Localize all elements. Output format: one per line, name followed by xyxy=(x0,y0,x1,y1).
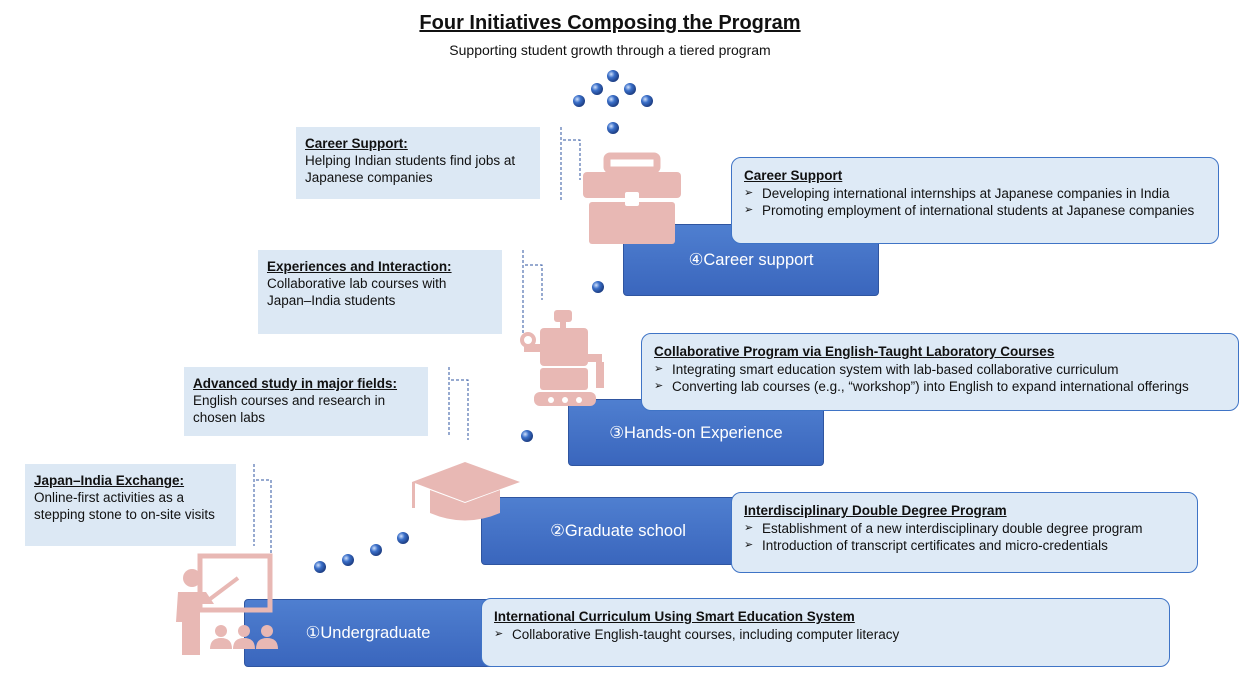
left-box-exchange: Japan–India Exchange: Online-first activ… xyxy=(25,464,236,546)
left-box-text: Online-first activities as a stepping st… xyxy=(34,490,215,522)
globe-dot-icon xyxy=(624,83,636,95)
right-box-double-degree: Interdisciplinary Double Degree Program … xyxy=(731,492,1198,573)
right-box-heading: International Curriculum Using Smart Edu… xyxy=(494,609,855,624)
globe-dot-icon xyxy=(342,554,354,566)
connector-lines xyxy=(253,127,581,560)
bullet-item: Converting lab courses (e.g., “workshop”… xyxy=(654,378,1226,395)
right-box-heading: Interdisciplinary Double Degree Program xyxy=(744,503,1007,518)
globe-dot-icon xyxy=(591,83,603,95)
graduation-cap-icon xyxy=(412,462,520,521)
step-label: ④Career support xyxy=(688,251,814,269)
left-box-career: Career Support: Helping Indian students … xyxy=(296,127,540,199)
right-box-heading: Career Support xyxy=(744,168,843,183)
bullet-item: Integrating smart education system with … xyxy=(654,361,1226,378)
step-undergraduate: ①Undergraduate xyxy=(244,599,514,667)
diagram-subtitle: Supporting student growth through a tier… xyxy=(449,42,771,58)
globe-dot-icon xyxy=(607,70,619,82)
right-box-heading: Collaborative Program via English-Taught… xyxy=(654,344,1055,359)
left-box-advanced-study: Advanced study in major fields: English … xyxy=(184,367,428,436)
right-box-curriculum: International Curriculum Using Smart Edu… xyxy=(481,598,1170,667)
left-box-heading: Experiences and Interaction: xyxy=(267,259,452,274)
robot-icon xyxy=(520,310,604,406)
step-graduate-school: ②Graduate school xyxy=(481,497,755,565)
briefcase-icon xyxy=(583,152,681,244)
globe-dot-icon xyxy=(641,95,653,107)
bullet-item: Promoting employment of international st… xyxy=(744,202,1206,219)
diagram-title: Four Initiatives Composing the Program xyxy=(419,12,801,34)
connector-advanced xyxy=(448,367,469,440)
left-box-text: Helping Indian students find jobs at Jap… xyxy=(305,153,516,185)
globe-dot-icon xyxy=(314,561,326,573)
left-box-text: Collaborative lab courses with Japan–Ind… xyxy=(267,276,447,308)
step-label: ②Graduate school xyxy=(550,522,686,540)
globe-dot-icon xyxy=(521,430,533,442)
bullet-item: Introduction of transcript certificates … xyxy=(744,537,1185,554)
left-box-text: English courses and research in chosen l… xyxy=(193,393,386,425)
step-label: ①Undergraduate xyxy=(305,624,431,642)
left-box-heading: Advanced study in major fields: xyxy=(193,376,398,391)
right-box-career-support: Career Support Developing international … xyxy=(731,157,1219,244)
bullet-item: Establishment of a new interdisciplinary… xyxy=(744,520,1185,537)
connector-experiences xyxy=(522,250,543,334)
left-box-experiences: Experiences and Interaction: Collaborati… xyxy=(258,250,502,334)
left-box-heading: Career Support: xyxy=(305,136,408,151)
globe-dot-icon xyxy=(607,95,619,107)
globe-dot-icon xyxy=(397,532,409,544)
globe-dot-icon xyxy=(370,544,382,556)
bullet-item: Collaborative English-taught courses, in… xyxy=(494,626,1157,643)
globe-dot-icon xyxy=(573,95,585,107)
globe-dot-icon xyxy=(592,281,604,293)
bullet-item: Developing international internships at … xyxy=(744,185,1206,202)
teacher-icon xyxy=(176,553,278,655)
path-dots xyxy=(314,70,653,573)
globe-dot-icon xyxy=(607,122,619,134)
step-label: ③Hands-on Experience xyxy=(609,423,783,442)
connector-career xyxy=(560,127,581,200)
left-box-heading: Japan–India Exchange: xyxy=(34,473,185,488)
right-box-lab-courses: Collaborative Program via English-Taught… xyxy=(641,333,1239,411)
connector-exchange xyxy=(253,464,272,560)
